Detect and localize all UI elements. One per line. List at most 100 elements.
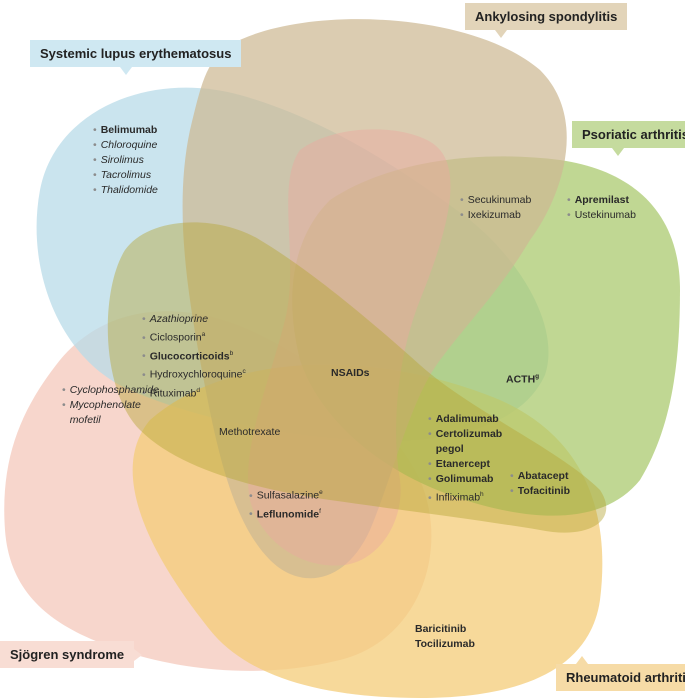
label-as: Ankylosing spondylitis [465, 3, 628, 38]
drug-item: •Tacrolimus [93, 168, 158, 183]
drug-name: Chloroquine [100, 139, 158, 151]
drug-name: Sirolimus [100, 154, 144, 166]
bullet-icon: • [428, 473, 432, 485]
list-psa-only: •Apremilast•Ustekinumab [567, 193, 636, 223]
bullet-icon: • [460, 209, 464, 221]
drug-name: Infliximab [435, 491, 481, 504]
drug-name: Rituximab [149, 387, 197, 399]
drug-item: •Infliximabh [428, 487, 502, 506]
drug-item: •Tofacitinib [510, 484, 570, 499]
sjogren-upper-lobe [248, 129, 451, 566]
list-sle-sjogren-ra: •Azathioprine•Ciclosporina•Glucocorticoi… [142, 312, 246, 401]
bullet-icon: • [142, 313, 146, 325]
bullet-icon: • [93, 124, 97, 136]
drug-item: •Chloroquine [93, 138, 158, 153]
bullet-icon: • [428, 413, 432, 425]
drug-item: •Etanercept [428, 457, 502, 472]
nsaids-label: NSAIDs [331, 367, 370, 379]
drug-name: Apremilast [574, 194, 629, 206]
label-as-text: Ankylosing spondylitis [475, 9, 618, 24]
bullet-icon: • [428, 428, 432, 440]
footnote-marker: f [319, 507, 321, 515]
drug-name: mofetil [69, 414, 101, 426]
label-ra: Rheumatoid arthritis [556, 656, 685, 691]
acth-text: ACTH [506, 373, 536, 386]
drug-name: Belimumab [100, 124, 158, 136]
drug-name: pegol [435, 443, 464, 455]
bullet-icon: • [93, 184, 97, 196]
drug-item: •Sirolimus [93, 153, 158, 168]
list-as-psa: •Secukinumab•Ixekizumab [460, 193, 531, 223]
footnote-marker: b [229, 349, 234, 357]
sle-olive-lobe [107, 222, 607, 533]
drug-name: Adalimumab [435, 413, 499, 425]
drug-item: •Sulfasalazinee [249, 485, 323, 504]
drug-item: •Ixekizumab [460, 208, 531, 223]
drug-item: •Belimumab [93, 123, 158, 138]
drug-item: •pegol [428, 442, 502, 457]
drug-item: •Ustekinumab [567, 208, 636, 223]
label-sle-text: Systemic lupus erythematosus [40, 46, 232, 61]
acth-sup: g [535, 373, 540, 380]
drug-name: Tacrolimus [100, 169, 152, 181]
label-pointer [612, 148, 624, 156]
bullet-icon: • [428, 458, 432, 470]
footnote-marker: d [196, 386, 200, 394]
ra-only-baricitinib: Baricitinib [415, 623, 467, 635]
as-region [182, 19, 567, 579]
drug-name: Tofacitinib [517, 485, 570, 497]
drug-item: •Adalimumab [428, 412, 502, 427]
bullet-icon: • [62, 399, 66, 411]
bullet-icon: • [249, 508, 253, 520]
drug-name: Ciclosporin [149, 331, 202, 344]
label-ra-text: Rheumatoid arthritis [566, 670, 685, 685]
label-pointer [495, 30, 507, 38]
label-pointer [576, 656, 588, 664]
drug-name: Glucocorticoids [149, 350, 230, 362]
label-sjogren-text: Sjögren syndrome [10, 647, 125, 662]
drug-item: •Azathioprine [142, 312, 246, 327]
drug-item: •Golimumab [428, 472, 502, 487]
drug-item: •Cyclophosphamide [62, 383, 159, 398]
bullet-icon: • [93, 154, 97, 166]
drug-name: Certolizumab [435, 428, 503, 440]
methotrexate-label: Methotrexate [219, 426, 281, 438]
drug-item: •Apremilast [567, 193, 636, 208]
drug-item: •Thalidomide [93, 183, 158, 198]
drug-item: •Leflunomidef [249, 504, 323, 523]
label-psa-text: Psoriatic arthritis [582, 127, 685, 142]
drug-name: Leflunomide [256, 508, 320, 520]
drug-name: Hydroxychloroquine [149, 368, 243, 381]
drug-name: Etanercept [435, 458, 490, 470]
label-sle: Systemic lupus erythematosus [30, 40, 242, 75]
footnote-marker: h [480, 491, 484, 498]
drug-item: •Rituximabd [142, 383, 246, 402]
label-sjogren: Sjögren syndrome [0, 641, 143, 668]
drug-name: Secukinumab [467, 194, 532, 206]
bullet-icon: • [510, 485, 514, 497]
acth-label: ACTHg [506, 369, 539, 388]
bullet-icon: • [510, 470, 514, 482]
footnote-marker: a [201, 331, 206, 338]
bullet-icon: • [567, 209, 571, 221]
drug-name: Ixekizumab [467, 209, 521, 221]
drug-item: •Glucocorticoidsb [142, 346, 246, 365]
drug-item: •Mycophenolate [62, 398, 159, 413]
bullet-icon: • [93, 139, 97, 151]
list-sjogren-ra: •Sulfasalazinee•Leflunomidef [249, 485, 323, 522]
label-pointer [120, 67, 132, 75]
footnote-marker: e [319, 489, 323, 496]
bullet-icon: • [428, 491, 432, 504]
label-pointer [134, 649, 143, 661]
drug-name: Azathioprine [149, 313, 209, 325]
drug-name: Sulfasalazine [256, 489, 320, 502]
bullet-icon: • [142, 387, 146, 399]
drug-name: Mycophenolate [69, 399, 141, 411]
list-tnf: •Adalimumab•Certolizumab•pegol•Etanercep… [428, 412, 502, 506]
drug-name: Golimumab [435, 473, 494, 485]
drug-item: •Ciclosporina [142, 327, 246, 346]
list-sle-only: •Belimumab•Chloroquine•Sirolimus•Tacroli… [93, 123, 158, 198]
drug-item: •Secukinumab [460, 193, 531, 208]
bullet-icon: • [142, 350, 146, 362]
